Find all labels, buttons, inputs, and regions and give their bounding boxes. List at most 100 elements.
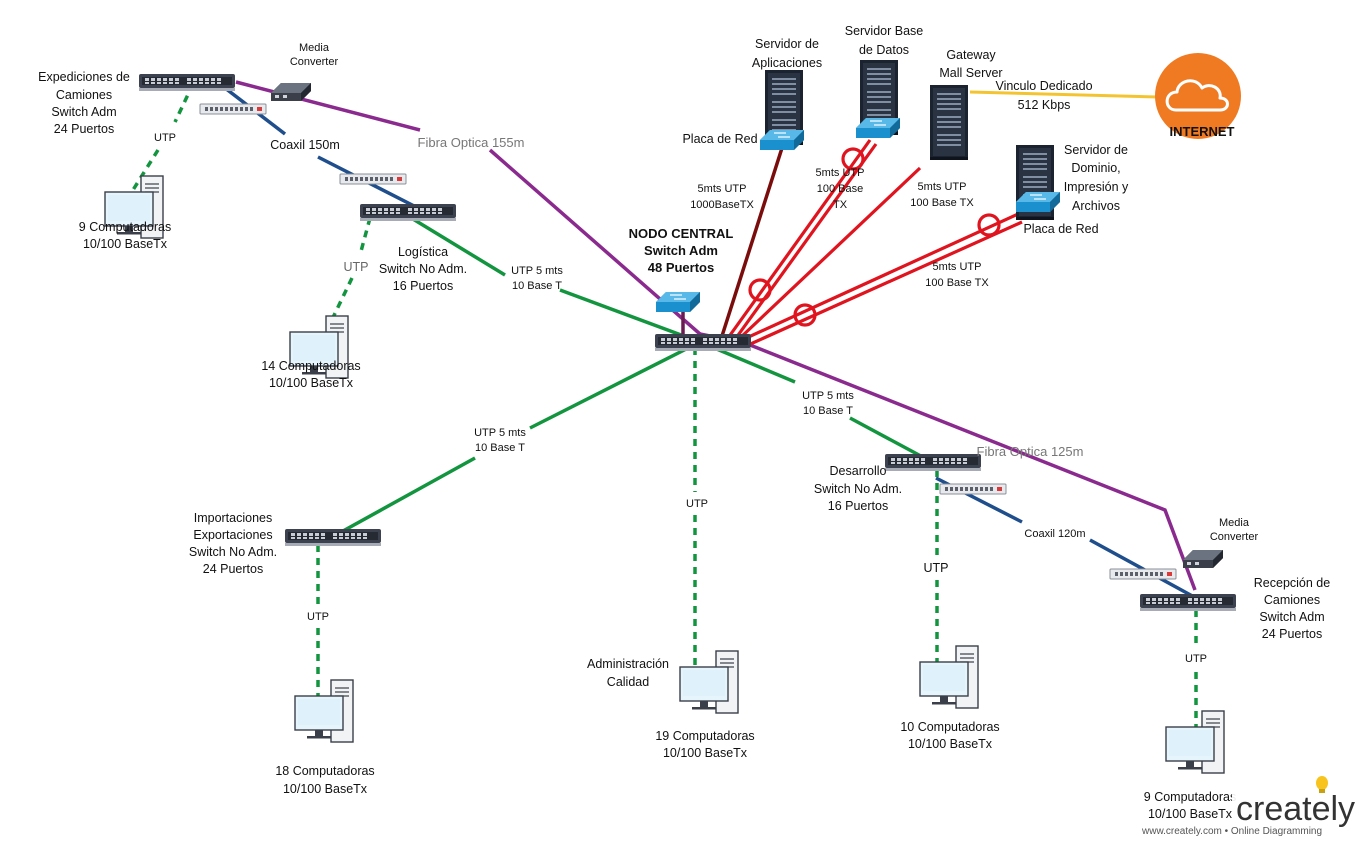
importaciones-label-3: Switch No Adm. xyxy=(189,545,277,559)
utp-drop-logistica-b xyxy=(325,277,354,331)
brand-tagline: www.creately.com • Online Diagramming xyxy=(1141,826,1322,837)
coax-120-label: Coaxil 120m xyxy=(1024,528,1085,540)
importaciones-pcs-2: 10/100 BaseTx xyxy=(283,782,368,796)
administracion-label-1: Administración xyxy=(587,657,669,671)
logistica-label-3: 16 Puertos xyxy=(393,279,453,293)
server-links xyxy=(726,139,1023,348)
importaciones-label-1: Importaciones xyxy=(194,511,273,525)
logistica-utp-label: UTP xyxy=(344,260,369,274)
pc-importaciones xyxy=(294,679,354,743)
logistica-label-1: Logística xyxy=(398,245,448,259)
switch-logistica xyxy=(360,204,456,221)
utp-logistica-a xyxy=(407,214,506,277)
fiber-125-label: Fibra Optica 125m xyxy=(977,444,1084,459)
expediciones-label-2: Camiones xyxy=(56,88,112,102)
media-converter-1-label-2: Converter xyxy=(290,56,339,68)
app-link-label-1: 5mts UTP xyxy=(698,183,747,195)
logistica-pcs-1: 14 Computadoras xyxy=(261,359,360,373)
internet-link xyxy=(969,90,1159,99)
desarrollo-label-1: Desarrollo xyxy=(830,464,887,478)
utp-importaciones-b xyxy=(333,456,476,538)
server-gateway xyxy=(930,85,968,160)
domain-server-label-1: Servidor de xyxy=(1064,143,1128,157)
recepcion-pcs-1: 9 Computadoras xyxy=(1144,790,1236,804)
internet-label: INTERNET xyxy=(1170,124,1235,139)
db-link-label-3: TX xyxy=(833,199,848,211)
app-server-label-2: Aplicaciones xyxy=(752,56,822,70)
desarrollo-pcs-2: 10/100 BaseTx xyxy=(908,737,993,751)
patch-panel-logistica xyxy=(339,173,407,185)
administracion-pcs-2: 10/100 BaseTx xyxy=(663,746,748,760)
db-server-label-2: de Datos xyxy=(859,43,909,57)
expediciones-label-3: Switch Adm xyxy=(51,105,116,119)
recepcion-label-2: Camiones xyxy=(1264,593,1320,607)
logistica-label-2: Switch No Adm. xyxy=(379,262,467,276)
link-app-server xyxy=(720,147,784,337)
domain-nic-label: Placa de Red xyxy=(1023,222,1098,236)
utp-drop-expediciones-b xyxy=(131,149,160,191)
desarrollo-link-label-1: UTP 5 mts xyxy=(802,390,854,402)
central-subtitle: Switch Adm xyxy=(644,243,718,258)
app-server-label-1: Servidor de xyxy=(755,37,819,51)
gateway-label-2: Mall Server xyxy=(939,66,1002,80)
importaciones-pcs-1: 18 Computadoras xyxy=(275,764,374,778)
expediciones-label-1: Expediciones de xyxy=(38,70,130,84)
creately-logo: creately www.creately.com • Online Diagr… xyxy=(1141,776,1360,838)
media-converter-2-label-1: Media xyxy=(1219,517,1250,529)
pc-recepcion xyxy=(1165,710,1225,774)
desarrollo-label-2: Switch No Adm. xyxy=(814,482,902,496)
switch-importaciones xyxy=(285,529,381,546)
expediciones-utp-label: UTP xyxy=(154,132,176,144)
importaciones-link-label-2: 10 Base T xyxy=(475,442,525,454)
link-marker-4 xyxy=(977,213,1001,237)
app-link-label-2: 1000BaseTX xyxy=(690,199,754,211)
gateway-label-1: Gateway xyxy=(946,48,996,62)
db-link-label-1: 5mts UTP xyxy=(816,167,865,179)
logistica-link-label-2: 10 Base T xyxy=(512,280,562,292)
lightbulb-icon xyxy=(1316,776,1328,793)
switch-recepcion xyxy=(1140,594,1236,611)
desarrollo-utp-label: UTP xyxy=(924,561,949,575)
fiber-155-label: Fibra Optica 155m xyxy=(418,135,525,150)
expediciones-pcs-1: 9 Computadoras xyxy=(79,220,171,234)
domain-server-label-3: Impresión y xyxy=(1064,180,1129,194)
utp-logistica-b xyxy=(559,288,701,344)
logistica-link-label-1: UTP 5 mts xyxy=(511,265,563,277)
media-converter-2-label-2: Converter xyxy=(1210,531,1259,543)
utp-drop-logistica-a xyxy=(358,217,372,256)
utp-drops xyxy=(131,83,1198,728)
expediciones-pcs-2: 10/100 BaseTx xyxy=(83,237,168,251)
patch-panel-desarrollo xyxy=(939,483,1007,495)
domain-server-label-2: Dominio, xyxy=(1071,161,1120,175)
patch-panel-recepcion xyxy=(1109,568,1177,580)
administracion-pcs-1: 19 Computadoras xyxy=(655,729,754,743)
recepcion-label-3: Switch Adm xyxy=(1259,610,1324,624)
nic-central xyxy=(655,291,701,313)
internet-link-label-1: Vinculo Dedicado xyxy=(995,79,1092,93)
desarrollo-pcs-1: 10 Computadoras xyxy=(900,720,999,734)
administracion-label-2: Calidad xyxy=(607,675,649,689)
desarrollo-link-label-2: 10 Base T xyxy=(803,405,853,417)
domain-link-label-1: 5mts UTP xyxy=(933,261,982,273)
db-link-label-2: 100 Base xyxy=(817,183,863,195)
central-ports: 48 Puertos xyxy=(648,260,714,275)
importaciones-link-label-1: UTP 5 mts xyxy=(474,427,526,439)
recepcion-label-4: 24 Puertos xyxy=(1262,627,1322,641)
media-converter-1-label-1: Media xyxy=(299,42,330,54)
domain-server-label-4: Archivos xyxy=(1072,199,1120,213)
importaciones-utp-label: UTP xyxy=(307,611,329,623)
central-title: NODO CENTRAL xyxy=(629,226,734,241)
internet-link-label-2: 512 Kbps xyxy=(1018,98,1071,112)
importaciones-label-2: Exportaciones xyxy=(193,528,272,542)
recepcion-pcs-2: 10/100 BaseTx xyxy=(1148,807,1233,821)
media-converter-recepcion xyxy=(1183,550,1223,568)
link-domain-b xyxy=(745,220,1023,348)
switch-expediciones xyxy=(139,74,235,91)
switch-central xyxy=(655,334,751,351)
link-domain-a xyxy=(741,212,1019,342)
link-marker-3 xyxy=(793,303,817,327)
link-gateway xyxy=(738,166,922,340)
administracion-utp-label: UTP xyxy=(686,498,708,510)
utp-importaciones-a xyxy=(529,340,701,430)
